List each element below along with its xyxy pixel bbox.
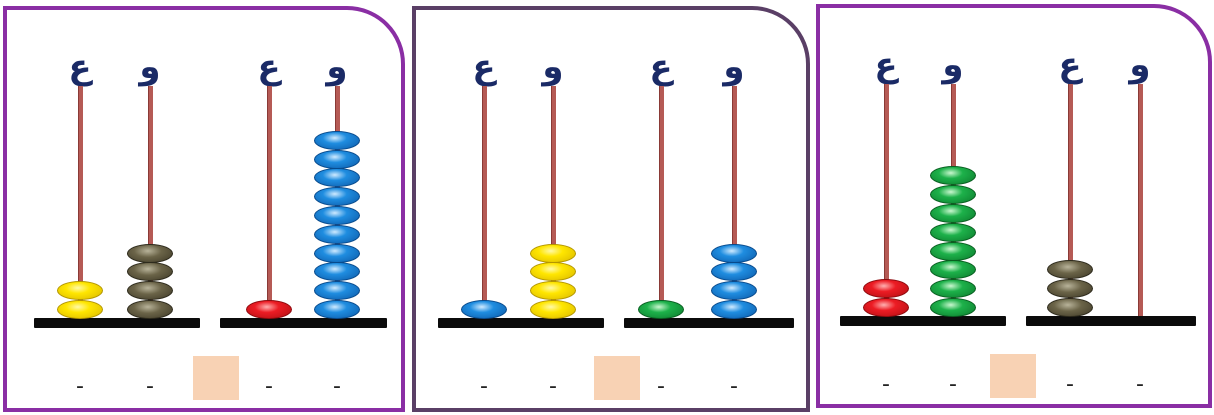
- yellow-bead: [530, 262, 576, 282]
- ones-rod: [148, 86, 153, 318]
- abacus-panel-1: ع و - - ع و - -: [3, 6, 405, 412]
- yellow-bead: [57, 300, 103, 319]
- tens-label: ع: [257, 47, 281, 87]
- green-bead: [930, 166, 976, 186]
- ones-label: و: [542, 47, 564, 87]
- brown-bead: [1047, 260, 1093, 280]
- abacus-base: [624, 318, 794, 328]
- blue-bead: [314, 149, 360, 169]
- green-bead: [930, 298, 976, 317]
- brown-bead: [1047, 279, 1093, 299]
- answer-blank: -: [76, 374, 84, 399]
- blue-bead: [314, 281, 360, 301]
- answer-blank: -: [480, 374, 488, 399]
- brown-bead: [127, 281, 173, 301]
- ones-rod: [551, 86, 556, 318]
- tens-label: ع: [1058, 45, 1082, 85]
- abacus-base: [1026, 316, 1196, 326]
- green-bead: [930, 241, 976, 261]
- blue-bead: [711, 243, 757, 263]
- tens-rod: [1068, 84, 1073, 316]
- brown-bead: [127, 300, 173, 319]
- abacus-panel-2: ع و - - ع و - -: [412, 6, 810, 412]
- answer-blank: -: [265, 374, 273, 399]
- ones-label: و: [326, 47, 348, 87]
- answer-blank: -: [657, 374, 665, 399]
- abacus-base: [34, 318, 200, 328]
- ones-rod: [732, 86, 737, 318]
- answer-blank: -: [1136, 372, 1144, 397]
- blue-bead: [314, 130, 360, 150]
- tens-label: ع: [68, 47, 92, 87]
- blue-bead: [314, 187, 360, 207]
- blue-bead: [711, 262, 757, 282]
- ones-label: و: [139, 47, 161, 87]
- tens-rod: [884, 84, 889, 316]
- blue-bead: [314, 262, 360, 282]
- blue-bead: [461, 300, 507, 319]
- green-bead: [930, 185, 976, 205]
- answer-blank: -: [549, 374, 557, 399]
- green-bead: [930, 260, 976, 280]
- red-bead: [863, 298, 909, 317]
- answer-blank: -: [882, 372, 890, 397]
- blue-bead: [314, 206, 360, 225]
- tens-rod: [659, 86, 664, 318]
- ones-label: و: [942, 45, 964, 85]
- blue-bead: [314, 243, 360, 263]
- green-bead: [638, 300, 684, 319]
- abacus-base: [840, 316, 1006, 326]
- yellow-bead: [57, 281, 103, 301]
- yellow-bead: [530, 243, 576, 263]
- abacus-base: [438, 318, 604, 328]
- blue-bead: [314, 300, 360, 319]
- tens-label: ع: [874, 45, 898, 85]
- yellow-bead: [530, 281, 576, 301]
- red-bead: [246, 300, 292, 319]
- answer-blank: -: [333, 374, 341, 399]
- ones-label: و: [1129, 45, 1151, 85]
- ones-rod: [1138, 84, 1143, 316]
- brown-bead: [1047, 298, 1093, 317]
- red-bead: [863, 279, 909, 299]
- blue-bead: [314, 168, 360, 188]
- answer-blank: -: [730, 374, 738, 399]
- tens-rod: [267, 86, 272, 318]
- tens-rod: [78, 86, 83, 318]
- answer-blank: -: [949, 372, 957, 397]
- blue-bead: [711, 281, 757, 301]
- blue-bead: [314, 224, 360, 244]
- abacus-base: [220, 318, 387, 328]
- green-bead: [930, 279, 976, 299]
- answer-blank: -: [1066, 372, 1074, 397]
- comparison-box[interactable]: [990, 354, 1036, 398]
- brown-bead: [127, 262, 173, 282]
- yellow-bead: [530, 300, 576, 319]
- green-bead: [930, 204, 976, 223]
- green-bead: [930, 222, 976, 242]
- answer-blank: -: [146, 374, 154, 399]
- comparison-box[interactable]: [193, 356, 239, 400]
- tens-label: ع: [649, 47, 673, 87]
- brown-bead: [127, 243, 173, 263]
- abacus-panel-3: ع و - - ع و - -: [816, 4, 1212, 408]
- blue-bead: [711, 300, 757, 319]
- comparison-box[interactable]: [594, 356, 640, 400]
- ones-label: و: [723, 47, 745, 87]
- tens-rod: [482, 86, 487, 318]
- tens-label: ع: [472, 47, 496, 87]
